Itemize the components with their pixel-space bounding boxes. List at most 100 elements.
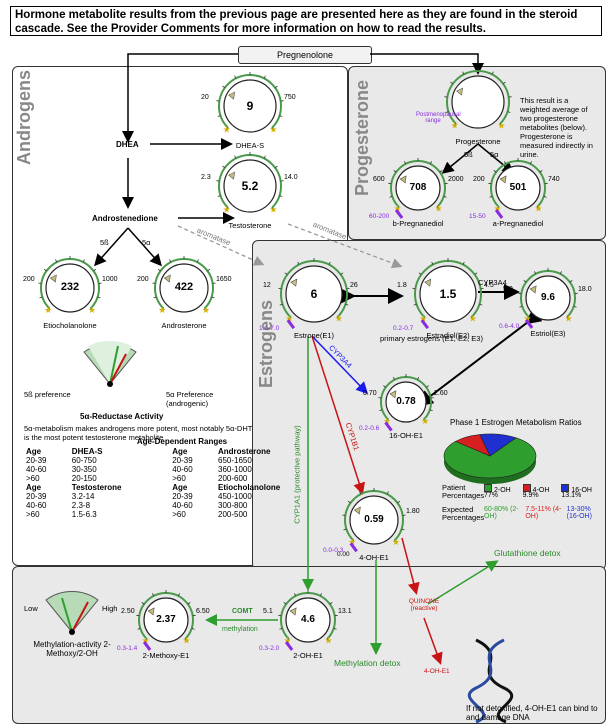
age-ranges-cell: 450-1000 [218, 492, 252, 501]
apregnanediol-label: a-Pregnanediol [492, 219, 544, 228]
estriol-label: Estriol(E3) [530, 329, 566, 338]
age-ranges-cell: 40-60 [26, 465, 47, 474]
bpregnanediol-low: 600 [373, 176, 385, 183]
age-ranges-cell: 20-39 [26, 456, 47, 465]
gauge-pointer [228, 91, 235, 100]
gauge-pointer [499, 175, 507, 184]
gauge-pointer [289, 607, 297, 616]
age-ranges-cell: >60 [26, 474, 40, 483]
methoxy-low: 2.50 [121, 608, 135, 615]
gauge-tick [359, 491, 362, 495]
bpregnanediol-label: b-Pregnanediol [392, 219, 444, 228]
apregnanediol-high: 740 [548, 176, 560, 183]
legend-row-item: 16-OH [561, 484, 596, 494]
five-a-label-1: 5α [142, 238, 151, 247]
gauge-pointer [529, 285, 537, 294]
gauge-tick [445, 111, 449, 113]
methoxy-high: 6.50 [196, 608, 210, 615]
dheas-low: 20 [201, 94, 209, 101]
gauge-tick [217, 195, 221, 197]
gauge-pointer [456, 87, 463, 96]
age-ranges-cell: 20-39 [172, 456, 193, 465]
gauge-tick [439, 170, 443, 173]
gauge-tick [222, 165, 226, 169]
oh4-gauge: ★★ [342, 488, 406, 553]
gauge-range-bar [394, 209, 404, 219]
reductase-fan [83, 340, 137, 387]
dna-icon [467, 638, 514, 724]
gauge-tick [422, 317, 425, 320]
gauge-tick [462, 71, 465, 75]
gauge-tick [141, 602, 145, 605]
gauge-pointer [163, 274, 171, 283]
gauge-tick [397, 500, 401, 504]
gauge-tick [453, 123, 457, 127]
age-ranges-header-cell: Age [172, 483, 188, 492]
gauge-tick [271, 127, 275, 131]
patient-row-item: 13.1% [561, 492, 596, 499]
age-ranges-cell: 60-750 [71, 456, 97, 465]
arrow-quinone-dna [423, 617, 443, 665]
star-icon: ★ [88, 305, 96, 315]
oh4-range: 0.0-0.3 [323, 547, 344, 554]
star-icon: ★ [497, 120, 505, 130]
cyp3a4-label-1: CYP3A4 [478, 278, 507, 287]
gauge-tick [559, 271, 562, 275]
gauge-tick [450, 81, 454, 85]
gauge-tick [137, 627, 141, 630]
androstenedione-label: Androstenedione [92, 214, 158, 223]
expected-row-text: 60-80% (2-OH) [484, 506, 519, 520]
gauge-face [223, 159, 277, 213]
gauge-tick [345, 303, 349, 306]
etiocholanolone-label: Etiocholanolone [43, 321, 97, 330]
gauge-face [143, 597, 189, 643]
arrow-aromatase-2 [287, 223, 403, 269]
oh4-e1-small-label: 4-OH-E1 [424, 668, 450, 675]
methoxy-gauge: ★★ [136, 590, 196, 651]
gauge-tick [39, 296, 43, 299]
estradiol-range: 0.2-0.7 [393, 325, 414, 332]
methylation-fan [45, 591, 99, 635]
gauge-arc [154, 258, 214, 310]
progesterone-note: This result is a weighted average of two… [520, 96, 593, 159]
gauge-tick [569, 280, 573, 283]
gauge-face [419, 265, 477, 323]
gauge-pointer [228, 171, 235, 180]
postmenopausal-range-note: Postmenopausal range [416, 112, 461, 124]
expected-row-text: 13-30% (16-OH) [566, 506, 592, 520]
star-icon: ★ [451, 120, 459, 130]
age-ranges-cell: 40-60 [26, 501, 47, 510]
gauge-range-bar [284, 641, 294, 651]
bpregnanediol-value: 708 [409, 182, 427, 193]
age-ranges-title: Age-Dependent Ranges [136, 437, 228, 446]
apregnanediol-value: 501 [509, 182, 527, 193]
age-ranges-cell: 20-39 [172, 492, 193, 501]
apregnanediol-low: 200 [473, 176, 485, 183]
legend-swatch [561, 484, 570, 492]
arrow-preg-dhea [122, 53, 238, 143]
gauge-tick [340, 272, 344, 275]
gauge-tick [222, 85, 226, 89]
gauge-arc [490, 160, 546, 208]
oh4-high: 1.80 [406, 508, 420, 515]
apregnanediol-gauge: ★★ [488, 158, 548, 219]
gauge-tick [429, 409, 433, 412]
methylation-low-label: Low [24, 604, 38, 613]
methylation-detox-label: Methylation detox [334, 658, 401, 668]
gauge-tick [279, 115, 283, 117]
star-icon: ★ [565, 314, 573, 324]
gauge-pointer [290, 278, 298, 287]
gauge-tick [573, 305, 577, 308]
gauge-range-bar [494, 209, 504, 219]
oh2-gauge: ★★ [278, 590, 338, 651]
gauge-face [395, 165, 441, 211]
oh16-value: 0.78 [396, 396, 416, 407]
arrow-andro-etio [94, 227, 129, 267]
dheas-gauge: ★★ [216, 72, 284, 134]
expected-row-item: 13-30% (16-OH) [567, 506, 604, 520]
arrow-glutathione [427, 560, 499, 605]
age-ranges-cell: 20-39 [26, 492, 47, 501]
testosterone-low: 2.3 [201, 174, 211, 181]
